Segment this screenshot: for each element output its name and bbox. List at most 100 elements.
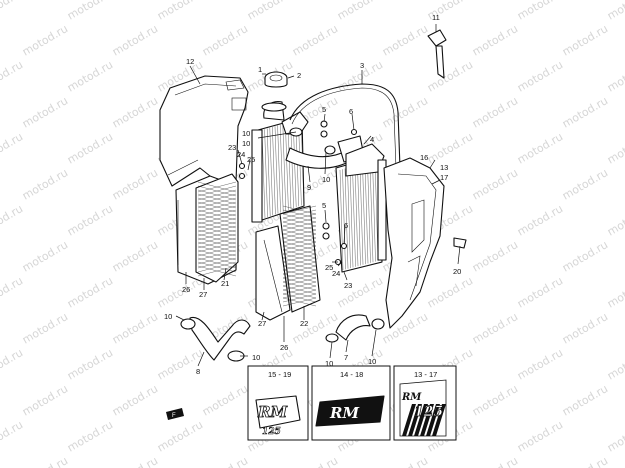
watermark-text: motod.ru xyxy=(560,454,610,468)
watermark-text: motod.ru xyxy=(605,58,625,94)
watermark-text: motod.ru xyxy=(110,166,160,202)
fin-line xyxy=(197,261,237,273)
fin-line xyxy=(197,257,237,269)
fin-line xyxy=(354,165,359,267)
watermark-text: motod.ru xyxy=(515,130,565,166)
watermark-text: motod.ru xyxy=(65,274,115,310)
fin-line xyxy=(287,122,292,210)
watermark-text: motod.ru xyxy=(65,58,115,94)
watermark-text: motod.ru xyxy=(0,58,25,94)
fin-line xyxy=(197,181,237,193)
watermark-text: motod.ru xyxy=(560,238,610,274)
watermark-text: motod.ru xyxy=(605,0,625,23)
callout-13: 13 xyxy=(440,163,448,172)
watermark-text: motod.ru xyxy=(155,418,205,454)
decal-box-2: 14 - 18 RM xyxy=(311,365,391,441)
watermark-text: motod.ru xyxy=(110,310,160,346)
upper-hose-clamps xyxy=(289,127,336,155)
left-radiator-shroud xyxy=(159,75,249,189)
callout-10f: 10 xyxy=(325,359,333,368)
callout-24a: 24 xyxy=(237,150,245,159)
fin-line xyxy=(362,163,366,265)
watermark-text: motod.ru xyxy=(290,22,340,58)
center-radiator-guard xyxy=(255,205,321,321)
watermark-text: motod.ru xyxy=(110,22,160,58)
fin-line xyxy=(280,124,284,212)
watermark-text: motod.ru xyxy=(380,454,430,468)
callout-26b: 26 xyxy=(280,343,288,352)
right-radiator xyxy=(335,143,387,273)
watermark-text: motod.ru xyxy=(425,274,475,310)
fin-line xyxy=(197,225,237,237)
watermark-text: motod.ru xyxy=(290,454,340,468)
fin-line xyxy=(282,297,317,307)
decal-box-3-label: 13 - 17 xyxy=(414,370,437,379)
watermark-text: motod.ru xyxy=(110,94,160,130)
watermark-text: motod.ru xyxy=(515,418,565,454)
watermark-text: motod.ru xyxy=(470,310,520,346)
watermark-text: motod.ru xyxy=(560,22,610,58)
watermark-text: motod.ru xyxy=(155,346,205,382)
watermark-text: motod.ru xyxy=(20,238,70,274)
fin-line xyxy=(367,161,371,263)
watermark-text: motod.ru xyxy=(425,58,475,94)
fin-line xyxy=(197,193,237,205)
fin-line xyxy=(282,217,317,227)
callout-10b: 10 xyxy=(242,139,250,148)
decal-box-2-label: 14 - 18 xyxy=(340,370,363,379)
decal-stripe xyxy=(408,404,422,436)
watermark-text: motod.ru xyxy=(0,418,25,454)
fin-line xyxy=(282,273,317,283)
watermark-text: motod.ru xyxy=(0,130,25,166)
fin-line xyxy=(372,160,376,262)
watermark-text: motod.ru xyxy=(380,310,430,346)
watermark-text: motod.ru xyxy=(380,94,430,130)
decal-box-3-sub: 125 xyxy=(414,404,443,420)
front-marker-text: F xyxy=(172,413,176,419)
callout-25b: 25 xyxy=(325,263,333,272)
fin-line xyxy=(197,245,237,257)
callout-5b: 5 xyxy=(322,201,326,210)
callout-10d: 10 xyxy=(164,312,172,321)
fin-line xyxy=(197,253,237,265)
fin-line xyxy=(282,229,317,239)
fin-line xyxy=(269,127,273,216)
watermark-text: motod.ru xyxy=(110,454,160,468)
watermark-text: motod.ru xyxy=(155,0,205,23)
watermark-text: motod.ru xyxy=(515,0,565,23)
watermark-text: motod.ru xyxy=(20,94,70,130)
fin-line xyxy=(197,233,237,245)
callout-11: 11 xyxy=(432,13,440,22)
watermark-text: motod.ru xyxy=(0,0,25,23)
fin-line xyxy=(282,289,317,299)
callout-2: 2 xyxy=(297,71,301,80)
decal-stripe xyxy=(432,404,446,436)
watermark-text: motod.ru xyxy=(65,418,115,454)
fin-line xyxy=(282,245,317,255)
watermark-text: motod.ru xyxy=(65,0,115,23)
watermark-text: motod.ru xyxy=(65,346,115,382)
watermark-text: motod.ru xyxy=(200,22,250,58)
watermark-text: motod.ru xyxy=(200,454,250,468)
fin-line xyxy=(267,128,271,217)
watermark-text: motod.ru xyxy=(605,346,625,382)
callout-3: 3 xyxy=(360,61,364,70)
fin-line xyxy=(369,160,374,263)
decal-box-1-label: 15 - 19 xyxy=(268,370,291,379)
fin-line xyxy=(197,217,237,229)
callout-10e: 10 xyxy=(252,353,260,362)
left-radiator xyxy=(251,101,309,223)
fin-line xyxy=(282,225,317,235)
decal-stripe xyxy=(420,404,434,436)
watermark-text: motod.ru xyxy=(515,274,565,310)
watermark-text: motod.ru xyxy=(515,58,565,94)
fin-line xyxy=(282,213,317,223)
fin-line xyxy=(357,164,361,266)
decal-stripe xyxy=(402,404,416,436)
callout-27a: 27 xyxy=(199,290,207,299)
decal-box-1-logo: RM xyxy=(257,403,287,421)
callout-26a: 26 xyxy=(182,285,190,294)
fin-line xyxy=(344,168,349,269)
fin-line xyxy=(364,162,369,264)
